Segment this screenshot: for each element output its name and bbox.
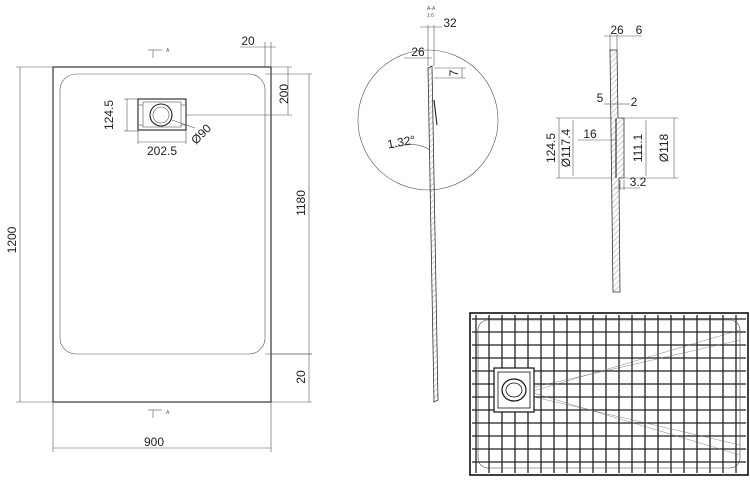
width-label: 900 <box>144 435 164 449</box>
tray-outline <box>52 66 272 403</box>
detail-outer-diameter: Ø117.4 <box>559 128 573 167</box>
slope-label: 1.32° <box>386 133 416 152</box>
section-mark-top: A <box>166 48 170 54</box>
drain-profile <box>609 49 625 293</box>
detail-inner-depth: 16 <box>583 127 597 141</box>
drain-height-label: 124.5 <box>102 100 116 130</box>
grid-drain <box>493 367 535 413</box>
edge-bottom-label: 20 <box>294 370 308 384</box>
drain-diameter-label: Ø90 <box>188 121 214 147</box>
detail-top-a: 26 <box>610 23 624 37</box>
drain-detail: 26 6 5 2 124.5 Ø117.4 16 111.1 Ø118 3.2 <box>544 23 678 293</box>
thickness-total-label: 32 <box>443 16 457 30</box>
detail-wall-label: 3.2 <box>630 175 647 189</box>
thickness-edge-label: 26 <box>411 45 425 59</box>
section-mark-bottom: A <box>166 410 170 416</box>
detail-outer-height: 124.5 <box>544 133 558 163</box>
detail-top-b: 6 <box>636 23 643 37</box>
tray-basin <box>59 73 266 355</box>
reinforcement-grid-view <box>469 312 749 476</box>
edge-top-label: 20 <box>241 34 255 48</box>
drain-width-label: 202.5 <box>147 144 177 158</box>
drain-offset-label: 200 <box>277 84 291 104</box>
drain-grate <box>137 98 187 131</box>
top-view: 124.5 202.5 Ø90 A A 20 200 1180 20 <box>5 34 312 452</box>
detail-step-a: 5 <box>597 91 604 105</box>
inner-length-label: 1180 <box>294 190 308 216</box>
section-profile <box>427 65 439 403</box>
lip-label: 7 <box>447 69 461 76</box>
section-scale: 1:6 <box>427 13 434 19</box>
detail-step-b: 2 <box>631 95 638 109</box>
side-section: A-A 1:6 32 26 7 1.32° <box>357 6 499 403</box>
detail-inner-height: 111.1 <box>631 134 645 163</box>
detail-inner-diameter: Ø118 <box>657 133 671 162</box>
section-mark-aa: A-A <box>427 6 436 12</box>
length-label: 1200 <box>5 226 19 253</box>
